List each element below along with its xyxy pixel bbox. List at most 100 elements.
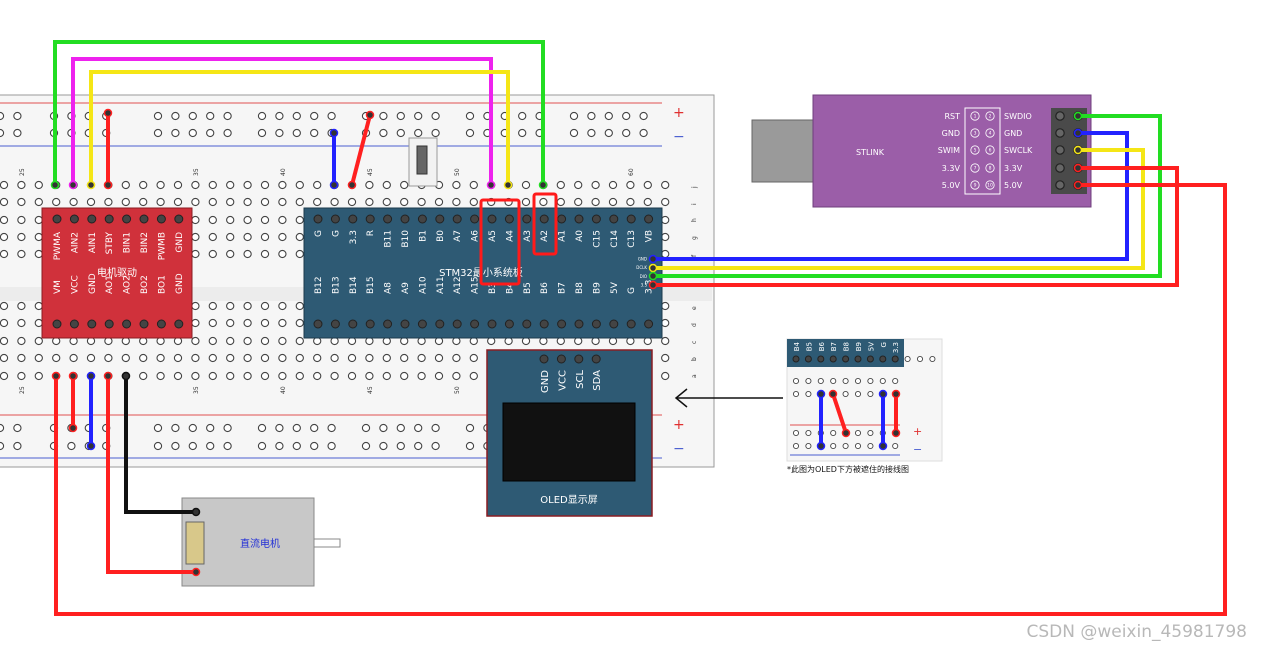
breadboard-hole (379, 441, 388, 451)
breadboard-hole (257, 111, 267, 121)
stlink-header-pin (1055, 111, 1065, 121)
pin-label: GND (175, 273, 185, 294)
col-number: 45 (367, 168, 374, 176)
wire-end (648, 263, 658, 273)
breadboard-hole (379, 128, 388, 138)
pin-label: A5 (488, 230, 498, 242)
breadboard-hole (431, 111, 440, 121)
inset-hole (792, 442, 800, 450)
inset-hole (929, 355, 936, 363)
breadboard-hole (400, 371, 409, 381)
swd-pin-label: DCLK (636, 265, 647, 270)
breadboard-hole (208, 232, 217, 242)
breadboard-hole (191, 232, 200, 242)
breadboard-hole (69, 197, 78, 207)
header-pin (104, 319, 114, 329)
pin-label: A1 (558, 230, 568, 242)
pin-label: B8 (843, 342, 851, 351)
breadboard-hole (518, 111, 527, 121)
breadboard-hole (223, 441, 232, 451)
breadboard-hole (206, 128, 215, 138)
stlink-pin-ring (985, 163, 995, 173)
row-letters-top: j i h g f (691, 186, 698, 257)
breadboard-hole (67, 441, 76, 451)
stlink-body (812, 94, 1092, 208)
inset-minus: − (913, 443, 922, 456)
breadboard-hole (518, 128, 527, 138)
header-pin (69, 319, 79, 329)
breadboard-hole (17, 301, 26, 311)
header-pin (122, 214, 132, 224)
header-pin (174, 214, 184, 224)
breadboard-hole (121, 197, 130, 207)
breadboard-hole (243, 197, 252, 207)
breadboard-hole (574, 197, 583, 207)
row-letter: e (691, 306, 698, 310)
wire-green-swd-dio (653, 114, 1162, 278)
motor-shaft (313, 538, 341, 548)
breadboard-hole (330, 197, 339, 207)
breadboard-hole (257, 128, 267, 138)
breadboard-hole (104, 353, 113, 363)
breadboard-hole (396, 441, 405, 451)
pin-label: B15 (366, 276, 376, 294)
breadboard-hole (34, 371, 43, 381)
breadboard-hole (295, 197, 304, 207)
breadboard-hole (452, 353, 461, 363)
slide-switch[interactable] (408, 137, 438, 187)
pin-label: B9 (855, 342, 863, 351)
col-number: 50 (454, 168, 461, 176)
breadboard-hole (156, 197, 165, 207)
inset-hole (805, 390, 812, 398)
breadboard-hole (223, 423, 232, 433)
breadboard-hole (587, 111, 596, 121)
breadboard-hole (173, 371, 183, 381)
header-pin (139, 214, 149, 224)
pin-label: 3.3 (892, 342, 900, 353)
wire-end (1073, 128, 1083, 138)
row-letter: f (691, 254, 698, 257)
breadboard-hole (379, 111, 388, 121)
inset-pin (817, 355, 825, 363)
wire-end (1073, 111, 1083, 121)
breadboard-hole (604, 128, 613, 138)
breadboard-hole (626, 197, 635, 207)
col-number: 50 (454, 386, 461, 394)
breadboard-hole (191, 301, 200, 311)
pin-label: SDA (592, 370, 603, 391)
breadboard-hole (330, 353, 339, 363)
breadboard-hole (208, 353, 217, 363)
breadboard-hole (243, 353, 252, 363)
header-pin (609, 319, 619, 329)
header-pin (504, 214, 514, 224)
breadboard-hole (313, 353, 322, 363)
breadboard-hole (34, 180, 43, 190)
stlink-pin-number: 8 (989, 166, 992, 172)
breadboard-hole (226, 301, 235, 311)
breadboard-hole (226, 371, 235, 381)
breadboard-hole (226, 232, 235, 242)
wire-red-ao2 (106, 376, 196, 574)
wire-end (816, 389, 826, 399)
breadboard-hole (153, 441, 163, 451)
header-pin (104, 214, 114, 224)
pin-label: PWMA (53, 231, 63, 260)
stlink-pin-number: 9 (974, 183, 977, 189)
inset-hole (842, 390, 849, 398)
pin-label: B13 (331, 276, 341, 294)
breadboard-hole (156, 180, 165, 190)
breadboard-hole (260, 371, 270, 381)
pin-label: A15 (471, 276, 481, 294)
breadboard-hole (223, 111, 232, 121)
stlink-pin-number: 5 (974, 148, 977, 154)
stlink-pin-ring (985, 111, 995, 121)
inset-hole (792, 390, 800, 398)
wire-end (103, 371, 113, 381)
inset-hole (830, 377, 837, 385)
pin-label: PWMB (157, 232, 167, 260)
